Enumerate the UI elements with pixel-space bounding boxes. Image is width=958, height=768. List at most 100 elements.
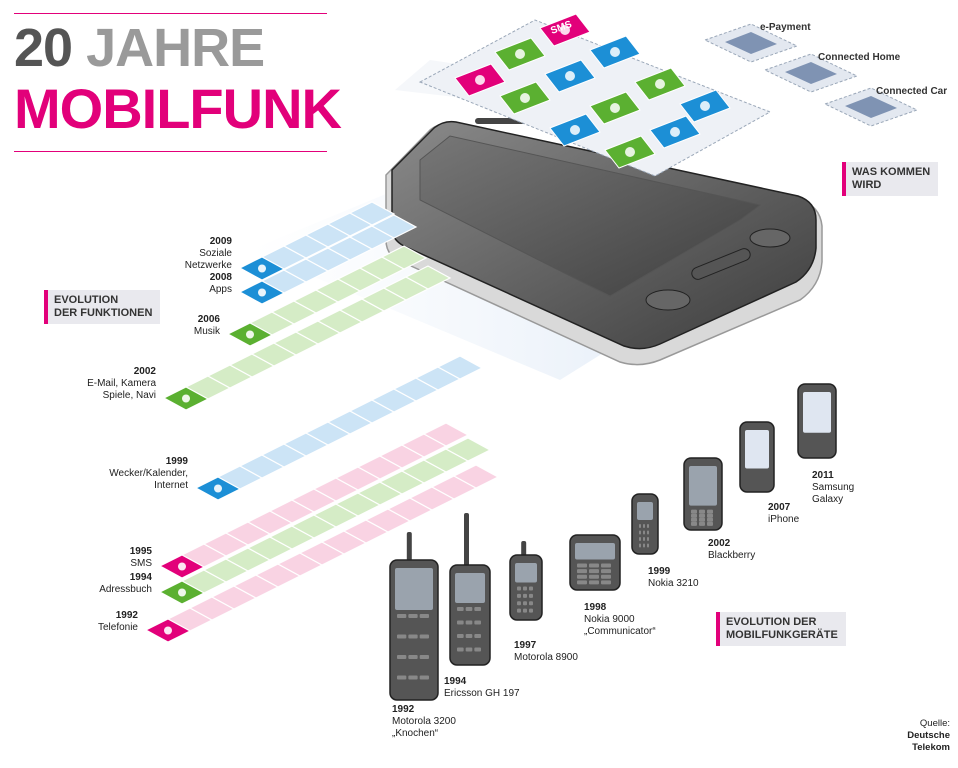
function-year: 1999 — [165, 456, 188, 467]
app-tile-icon — [499, 81, 551, 115]
grid-cell — [422, 422, 470, 447]
addressbook-icon — [158, 580, 206, 605]
function-year: 1992 — [115, 610, 138, 621]
phone-icon — [144, 618, 192, 643]
app-tile-icon — [649, 115, 701, 149]
device-year: 1998 — [584, 602, 607, 613]
future-tiles — [703, 23, 919, 127]
app-tile-icon — [539, 13, 591, 47]
device-name: Nokia 9000 — [584, 614, 635, 625]
future-label-connected-car: Connected Car — [876, 86, 948, 97]
device-year: 2007 — [768, 502, 791, 513]
app-tile-icon — [544, 59, 596, 93]
device-name: „Communicator“ — [584, 626, 656, 637]
grid-cell — [348, 201, 396, 226]
function-year: 1995 — [129, 546, 152, 557]
device-year: 2002 — [708, 538, 731, 549]
app-tile-icon — [604, 135, 656, 169]
device-year: 2011 — [812, 470, 834, 481]
function-text: Wecker/Kalender, — [109, 468, 188, 479]
device-1992-icon — [389, 532, 439, 701]
app-icons: SMS — [454, 13, 731, 169]
function-year: 1994 — [129, 572, 152, 583]
title-line-1: 20 JAHRE — [14, 18, 265, 78]
app-tile-icon — [494, 37, 546, 71]
app-tile-icon — [549, 113, 601, 147]
band-1994 — [158, 437, 492, 605]
function-year: 2008 — [209, 272, 232, 283]
app-tile-icon — [679, 89, 731, 123]
device-name: iPhone — [768, 514, 800, 525]
device-year: 1997 — [514, 640, 537, 651]
connected-car-icon — [823, 87, 919, 127]
app-tile-icon — [589, 91, 641, 125]
band-2002 — [162, 265, 452, 411]
future-label-connected-home: Connected Home — [818, 52, 901, 63]
grid-cell — [404, 265, 452, 290]
music-icon — [226, 322, 274, 347]
function-text: Internet — [154, 480, 188, 491]
app-tile-icon — [634, 67, 686, 101]
device-name: Blackberry — [708, 550, 756, 561]
device-name: Motorola 8900 — [514, 652, 578, 663]
connected-home-icon — [763, 53, 859, 93]
device-2007-icon — [739, 421, 775, 493]
function-year: 2006 — [197, 314, 220, 325]
device-2011-icon — [797, 383, 837, 459]
device-name: Nokia 3210 — [648, 578, 699, 589]
function-text: Netzwerke — [184, 260, 232, 271]
function-text: Musik — [193, 326, 220, 337]
device-1999-icon — [631, 493, 659, 555]
device-name: „Knochen“ — [392, 728, 439, 739]
function-year: 2009 — [209, 236, 232, 247]
email-camera-game-navi-icon — [162, 386, 210, 411]
band-1992 — [144, 464, 500, 643]
device-1998-icon — [569, 534, 621, 591]
device-year: 1992 — [392, 704, 415, 715]
device-2002-icon — [683, 457, 723, 531]
future-label-epayment: e-Payment — [760, 22, 811, 33]
grid-cell — [370, 214, 418, 239]
function-text: Telefonie — [97, 622, 138, 633]
grid-cell — [452, 464, 500, 489]
sms-icon — [158, 554, 206, 579]
device-year: 1994 — [444, 676, 467, 687]
grid-cell — [380, 245, 428, 270]
gear-icon — [238, 280, 286, 305]
epayment-icon — [703, 23, 799, 63]
function-text: E-Mail, Kamera — [87, 378, 156, 389]
alarm-globe-icon — [194, 476, 242, 501]
function-text: Soziale — [199, 248, 232, 259]
device-name: Motorola 3200 — [392, 716, 456, 727]
function-icons — [144, 256, 286, 643]
function-text: SMS — [130, 558, 152, 569]
function-text: Apps — [209, 284, 232, 295]
social-icon — [238, 256, 286, 281]
device-1994-icon — [449, 513, 491, 666]
app-tile-icon — [454, 63, 506, 97]
title-line-2: MOBILFUNK — [14, 77, 342, 140]
smartphone-illustration — [385, 118, 823, 366]
device-name: Galaxy — [812, 494, 844, 505]
app-tile-icon — [589, 35, 641, 69]
device-year: 1999 — [648, 566, 671, 577]
function-text: Spiele, Navi — [102, 390, 156, 401]
function-year: 2002 — [133, 366, 156, 377]
device-name: Ericsson GH 197 — [444, 688, 520, 699]
